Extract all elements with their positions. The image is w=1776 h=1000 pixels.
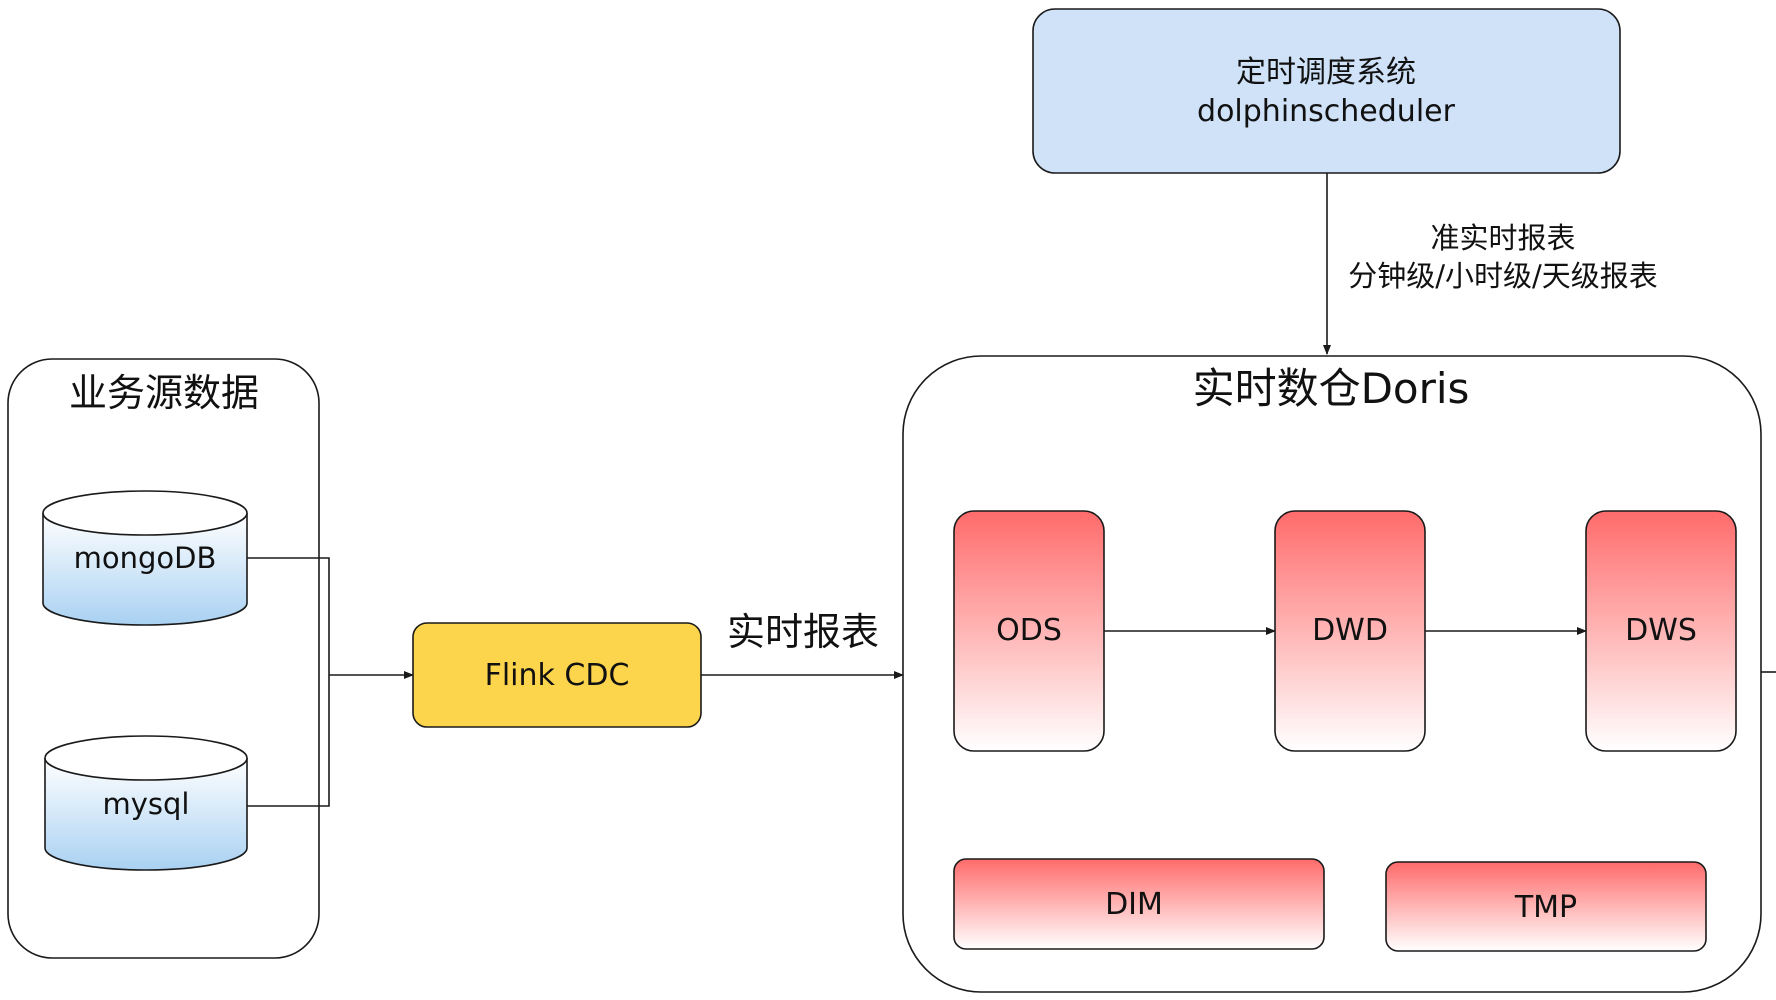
scheduler-title-en: dolphinscheduler	[1197, 94, 1456, 129]
mysql-label: mysql	[103, 787, 190, 821]
dwd-layer: DWD	[1274, 510, 1426, 752]
dim-label: DIM	[1105, 887, 1163, 922]
dim-layer: DIM	[953, 858, 1325, 950]
scheduler-edge-label-line1: 准实时报表	[1430, 221, 1575, 255]
source-group-title: 业务源数据	[69, 371, 259, 415]
mysql-database: mysql	[44, 735, 248, 871]
mongodb-label: mongoDB	[74, 541, 217, 575]
scheduler-edge-label-line2: 分钟级/小时级/天级报表	[1348, 259, 1658, 293]
ods-layer: ODS	[953, 510, 1105, 752]
flink-cdc-node: Flink CDC	[412, 622, 702, 728]
dwd-label: DWD	[1312, 613, 1388, 648]
realtime-report-label: 实时报表	[727, 610, 879, 654]
dws-label: DWS	[1625, 613, 1697, 648]
mongodb-database: mongoDB	[42, 490, 248, 626]
scheduler-node: 定时调度系统 dolphinscheduler	[1032, 8, 1621, 174]
flink-cdc-label: Flink CDC	[485, 658, 630, 693]
warehouse-title: 实时数仓Doris	[1193, 364, 1470, 413]
ods-label: ODS	[996, 613, 1062, 648]
scheduler-title-cn: 定时调度系统	[1236, 55, 1416, 90]
source-to-flink-edges	[247, 557, 414, 807]
tmp-layer: TMP	[1385, 861, 1707, 952]
dws-layer: DWS	[1585, 510, 1737, 752]
tmp-label: TMP	[1514, 890, 1577, 925]
